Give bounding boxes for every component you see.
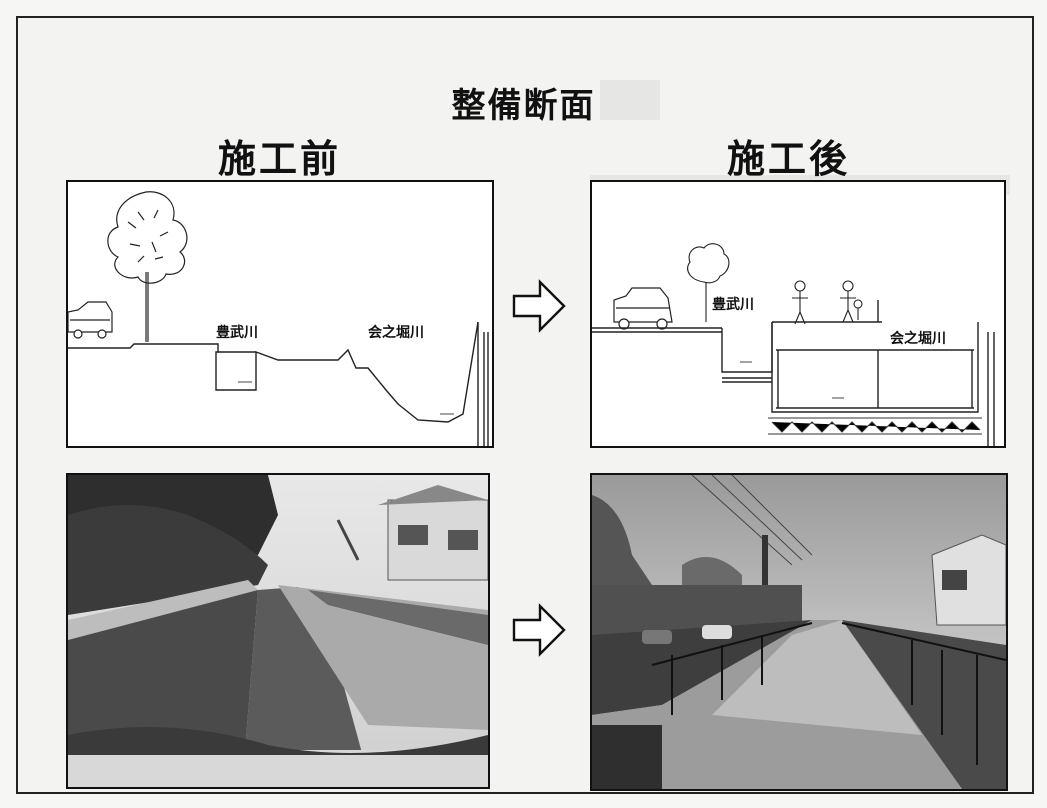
tree-illustration [107, 191, 188, 342]
before-cross-section-drawing [68, 191, 489, 446]
bleed-through-shadow [600, 80, 660, 120]
after-heading: 施工後 [727, 137, 851, 181]
after-river-label-1: 豊武川 [712, 297, 754, 313]
after-photo-image [592, 475, 1006, 789]
water-line [238, 381, 454, 415]
before-river-label-2: 会之堀川 [368, 325, 424, 341]
before-heading: 施工前 [218, 137, 342, 181]
car-illustration [68, 301, 113, 339]
before-river-label-1: 豊武川 [216, 325, 258, 341]
before-ground-profile [68, 321, 489, 446]
after-channel-structure [592, 300, 995, 446]
before-photo-image [68, 475, 488, 787]
page-title: 整備断面 [451, 86, 596, 126]
water-line [740, 361, 844, 399]
before-site-photo [66, 473, 490, 789]
after-cross-section-drawing [592, 243, 995, 446]
right-arrow-icon [510, 276, 570, 336]
before-cross-section-panel: 豊武川 会之堀川 [66, 180, 494, 448]
foundation-hatching [768, 417, 982, 435]
tree-illustration [687, 243, 730, 322]
after-site-photo [590, 473, 1008, 791]
right-arrow-icon [510, 600, 570, 660]
after-river-label-2: 会之堀川 [890, 331, 946, 347]
pedestrian-illustration [792, 280, 863, 325]
car-illustration [613, 287, 673, 330]
after-cross-section-panel: 豊武川 会之堀川 [590, 180, 1006, 448]
